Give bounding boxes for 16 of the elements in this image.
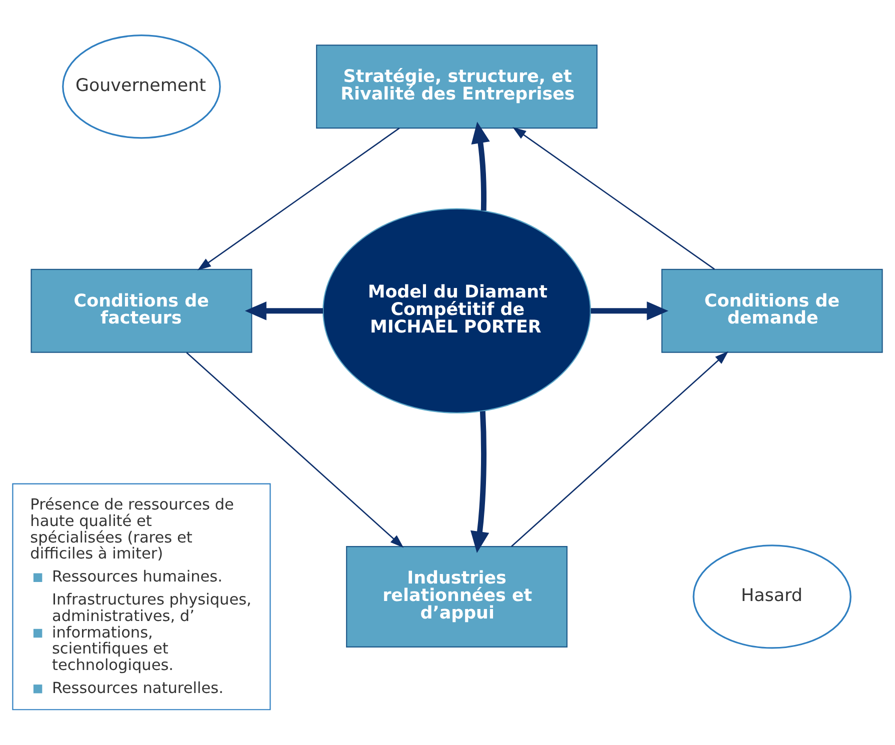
node-box: Présence de ressources de haute qualité et spécialisées (rares et difficiles à imiter) Ressources humaines. Infrastructures physiques, administratives, d’ informations, scientifiques et technologiques. Ressources naturelles. — [12, 483, 271, 710]
arrow — [590, 301, 668, 320]
arrow — [471, 122, 490, 211]
node-ellipse: Gouvernement — [62, 34, 221, 139]
arrow — [197, 128, 400, 270]
arrow — [510, 351, 728, 547]
node-ellipse: Model du Diamant Compétitif de MICHAEL PORTER — [322, 208, 591, 414]
arrow — [186, 352, 404, 548]
node-box: Conditions de facteurs — [30, 268, 252, 353]
arrow — [470, 411, 490, 553]
node-box: Stratégie, structure, et Rivalité des Entreprises — [316, 44, 598, 129]
arrow — [512, 127, 715, 270]
arrow — [244, 301, 323, 320]
node-box: Conditions de demande — [661, 268, 883, 353]
node-box: Industries relationnées et d’appui — [346, 546, 568, 648]
node-ellipse: Hasard — [692, 544, 852, 649]
